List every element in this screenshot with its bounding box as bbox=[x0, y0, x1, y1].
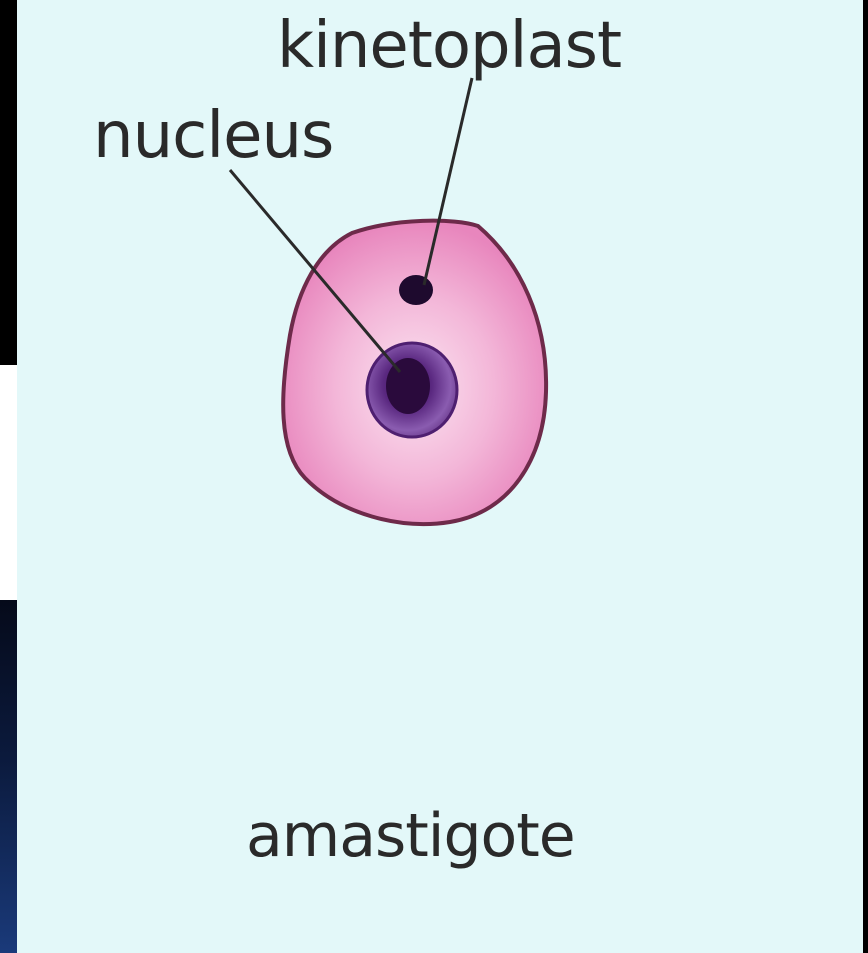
kinetoplast-dot bbox=[399, 275, 433, 305]
nucleus-inner bbox=[386, 358, 430, 414]
amastigote-caption: amastigote bbox=[246, 806, 575, 866]
nucleus-label: nucleus bbox=[93, 104, 333, 168]
kinetoplast-label: kinetoplast bbox=[277, 14, 621, 78]
